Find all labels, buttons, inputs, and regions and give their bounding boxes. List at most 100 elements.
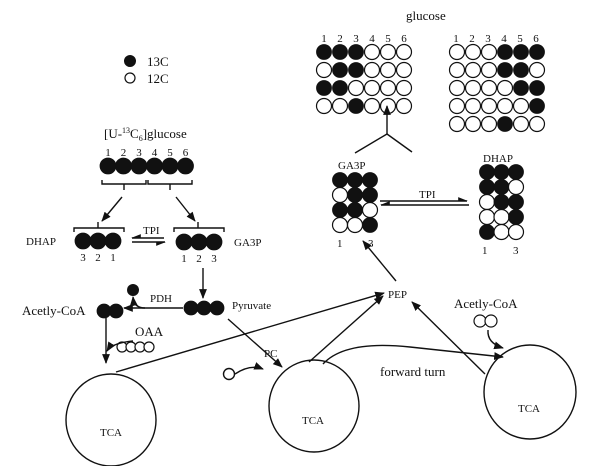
arrow-tca3-to-pep <box>411 301 486 375</box>
acetyl-coa-carbon-2 <box>108 303 124 319</box>
ga3p-right-isotopomers <box>331 172 379 234</box>
acetyl-coa-carbons <box>96 303 124 319</box>
glucose-cleavage-bracket <box>101 180 193 190</box>
glucose-carbon-5 <box>161 157 179 175</box>
glucose-right-row-5-carbon-2 <box>464 115 482 133</box>
ga3p-right-row-4-carbon-1 <box>331 216 349 234</box>
glucose-left-position-6: 6 <box>401 33 407 45</box>
dhap-position-2: 2 <box>95 252 101 264</box>
glucose-right-row-3-carbon-2 <box>464 79 482 97</box>
glucose-position-3: 3 <box>136 147 142 159</box>
line-dhap-merge <box>386 133 413 153</box>
pyruvate-carbon-1 <box>183 300 199 316</box>
dhap-position-1: 1 <box>110 252 116 264</box>
glucose-left-row-3-carbon-5 <box>379 79 397 97</box>
glucose-carbon-1 <box>99 157 117 175</box>
ga3p-right-row-1-carbon-2 <box>347 172 363 188</box>
glucose-right-row-5-carbon-6 <box>528 115 546 133</box>
glucose-left-position-1: 1 <box>321 33 327 45</box>
glucose-left-row-3-carbon-1 <box>316 80 332 96</box>
glucose-left-row-2-carbon-3 <box>348 62 364 78</box>
glucose-left-position-5: 5 <box>385 33 391 45</box>
glucose-left-row-1-carbon-1 <box>316 44 332 60</box>
ga3p-right-row-2-carbon-3 <box>362 187 378 203</box>
legend-13c-symbol <box>124 55 136 67</box>
glucose-right-row-2-carbon-4 <box>497 62 513 78</box>
glucose-left-row-1-carbon-2 <box>332 44 348 60</box>
glucose-carbon-3 <box>130 157 148 175</box>
dhap-right-row-4-carbon-1 <box>478 208 496 226</box>
pdh-label: PDH <box>150 293 172 305</box>
glucose-left-row-2-carbon-6 <box>395 61 413 79</box>
tca-cycle-2 <box>268 359 360 453</box>
glucose-right-row-2-carbon-6 <box>528 61 546 79</box>
glucose-right-position-6: 6 <box>533 33 539 45</box>
glucose-carbon-4 <box>146 157 163 175</box>
tca-cycle-1 <box>65 373 157 466</box>
glucose-right-row-4-carbon-1 <box>448 97 466 115</box>
ga3p-right-pos-3: 3 <box>368 238 374 250</box>
glucose-right-row-5-carbon-3 <box>480 115 498 133</box>
glucose-left-row-4-carbon-2 <box>331 97 349 115</box>
glucose-right-row-2-carbon-5 <box>513 62 529 78</box>
glucose-carbon-6 <box>177 157 194 175</box>
glucose-right-row-3-carbon-3 <box>480 79 498 97</box>
glucose-right-row-1-carbon-3 <box>480 43 498 61</box>
dhap-right-isotopomers <box>478 164 525 241</box>
glucose-left-row-4-carbon-3 <box>348 98 364 114</box>
acetyl-coa-label: Acetly-CoA <box>22 303 86 318</box>
pyruvate-carbon-3 <box>209 300 225 316</box>
glucose-right-row-3-carbon-5 <box>513 80 529 96</box>
acetyl-coa-right-carbon-2 <box>484 314 498 328</box>
tca-cycle-1-label: TCA <box>100 427 122 439</box>
dhap-right-row-5-carbon-1 <box>479 224 495 240</box>
glucose-left-row-3-carbon-6 <box>395 79 413 97</box>
glucose-right-row-1-carbon-2 <box>464 43 482 61</box>
legend-13c-label: 13C <box>147 54 169 69</box>
glucose-left-row-1-carbon-6 <box>395 43 413 61</box>
glucose-left-position-4: 4 <box>369 33 375 45</box>
ga3p-right-row-1-carbon-1 <box>332 172 348 188</box>
pyruvate-carbon-2 <box>196 300 212 316</box>
arrow-tca2-to-pep <box>308 295 384 363</box>
dhap-right-row-3-carbon-2 <box>493 194 510 210</box>
dhap-right-row-5-carbon-3 <box>507 223 525 241</box>
acetyl-coa-right-carbons <box>473 314 498 328</box>
dhap-right-row-5-carbon-2 <box>493 223 510 241</box>
glucose-right-row-2-carbon-2 <box>464 61 482 79</box>
legend: 13C 12C <box>124 54 169 86</box>
ga3p-position-1: 1 <box>181 253 187 265</box>
glucose-left-row-4-carbon-4 <box>363 97 381 115</box>
glucose-right-row-4-carbon-6 <box>529 98 545 114</box>
ga3p-carbon-3 <box>205 233 223 251</box>
dhap-carbons <box>74 232 122 250</box>
glucose-left-position-3: 3 <box>353 33 359 45</box>
arrow-tca1-to-pep <box>115 291 385 373</box>
arrow-co2-release <box>129 296 146 309</box>
dhap-right-row-4-carbon-2 <box>493 208 510 226</box>
arrow-pep-to-ga3p <box>362 240 397 282</box>
glucose-right-position-3: 3 <box>485 33 491 45</box>
ga3p-right-row-3-carbon-3 <box>361 201 379 219</box>
glucose-right-position-4: 4 <box>501 33 507 45</box>
glucose-right-row-1-carbon-1 <box>448 43 466 61</box>
oaa-carbon-4 <box>143 341 155 353</box>
dhap-position-3: 3 <box>80 252 86 264</box>
legend-12c-symbol <box>124 72 136 84</box>
glucose-left-position-2: 2 <box>337 33 343 45</box>
arrow-forward-turn <box>322 344 504 365</box>
oaa-carbons <box>116 341 155 353</box>
tpi-label-left: TPI <box>143 225 160 237</box>
glucose-right-row-5-carbon-4 <box>497 116 513 132</box>
ga3p-right-row-2-carbon-2 <box>347 187 363 203</box>
glucose-right-row-4-carbon-5 <box>512 97 530 115</box>
dhap-right-row-2-carbon-1 <box>479 179 495 195</box>
dhap-right-pos-3: 3 <box>513 245 519 257</box>
ga3p-label: GA3P <box>234 237 262 249</box>
ga3p-carbons <box>175 233 223 251</box>
